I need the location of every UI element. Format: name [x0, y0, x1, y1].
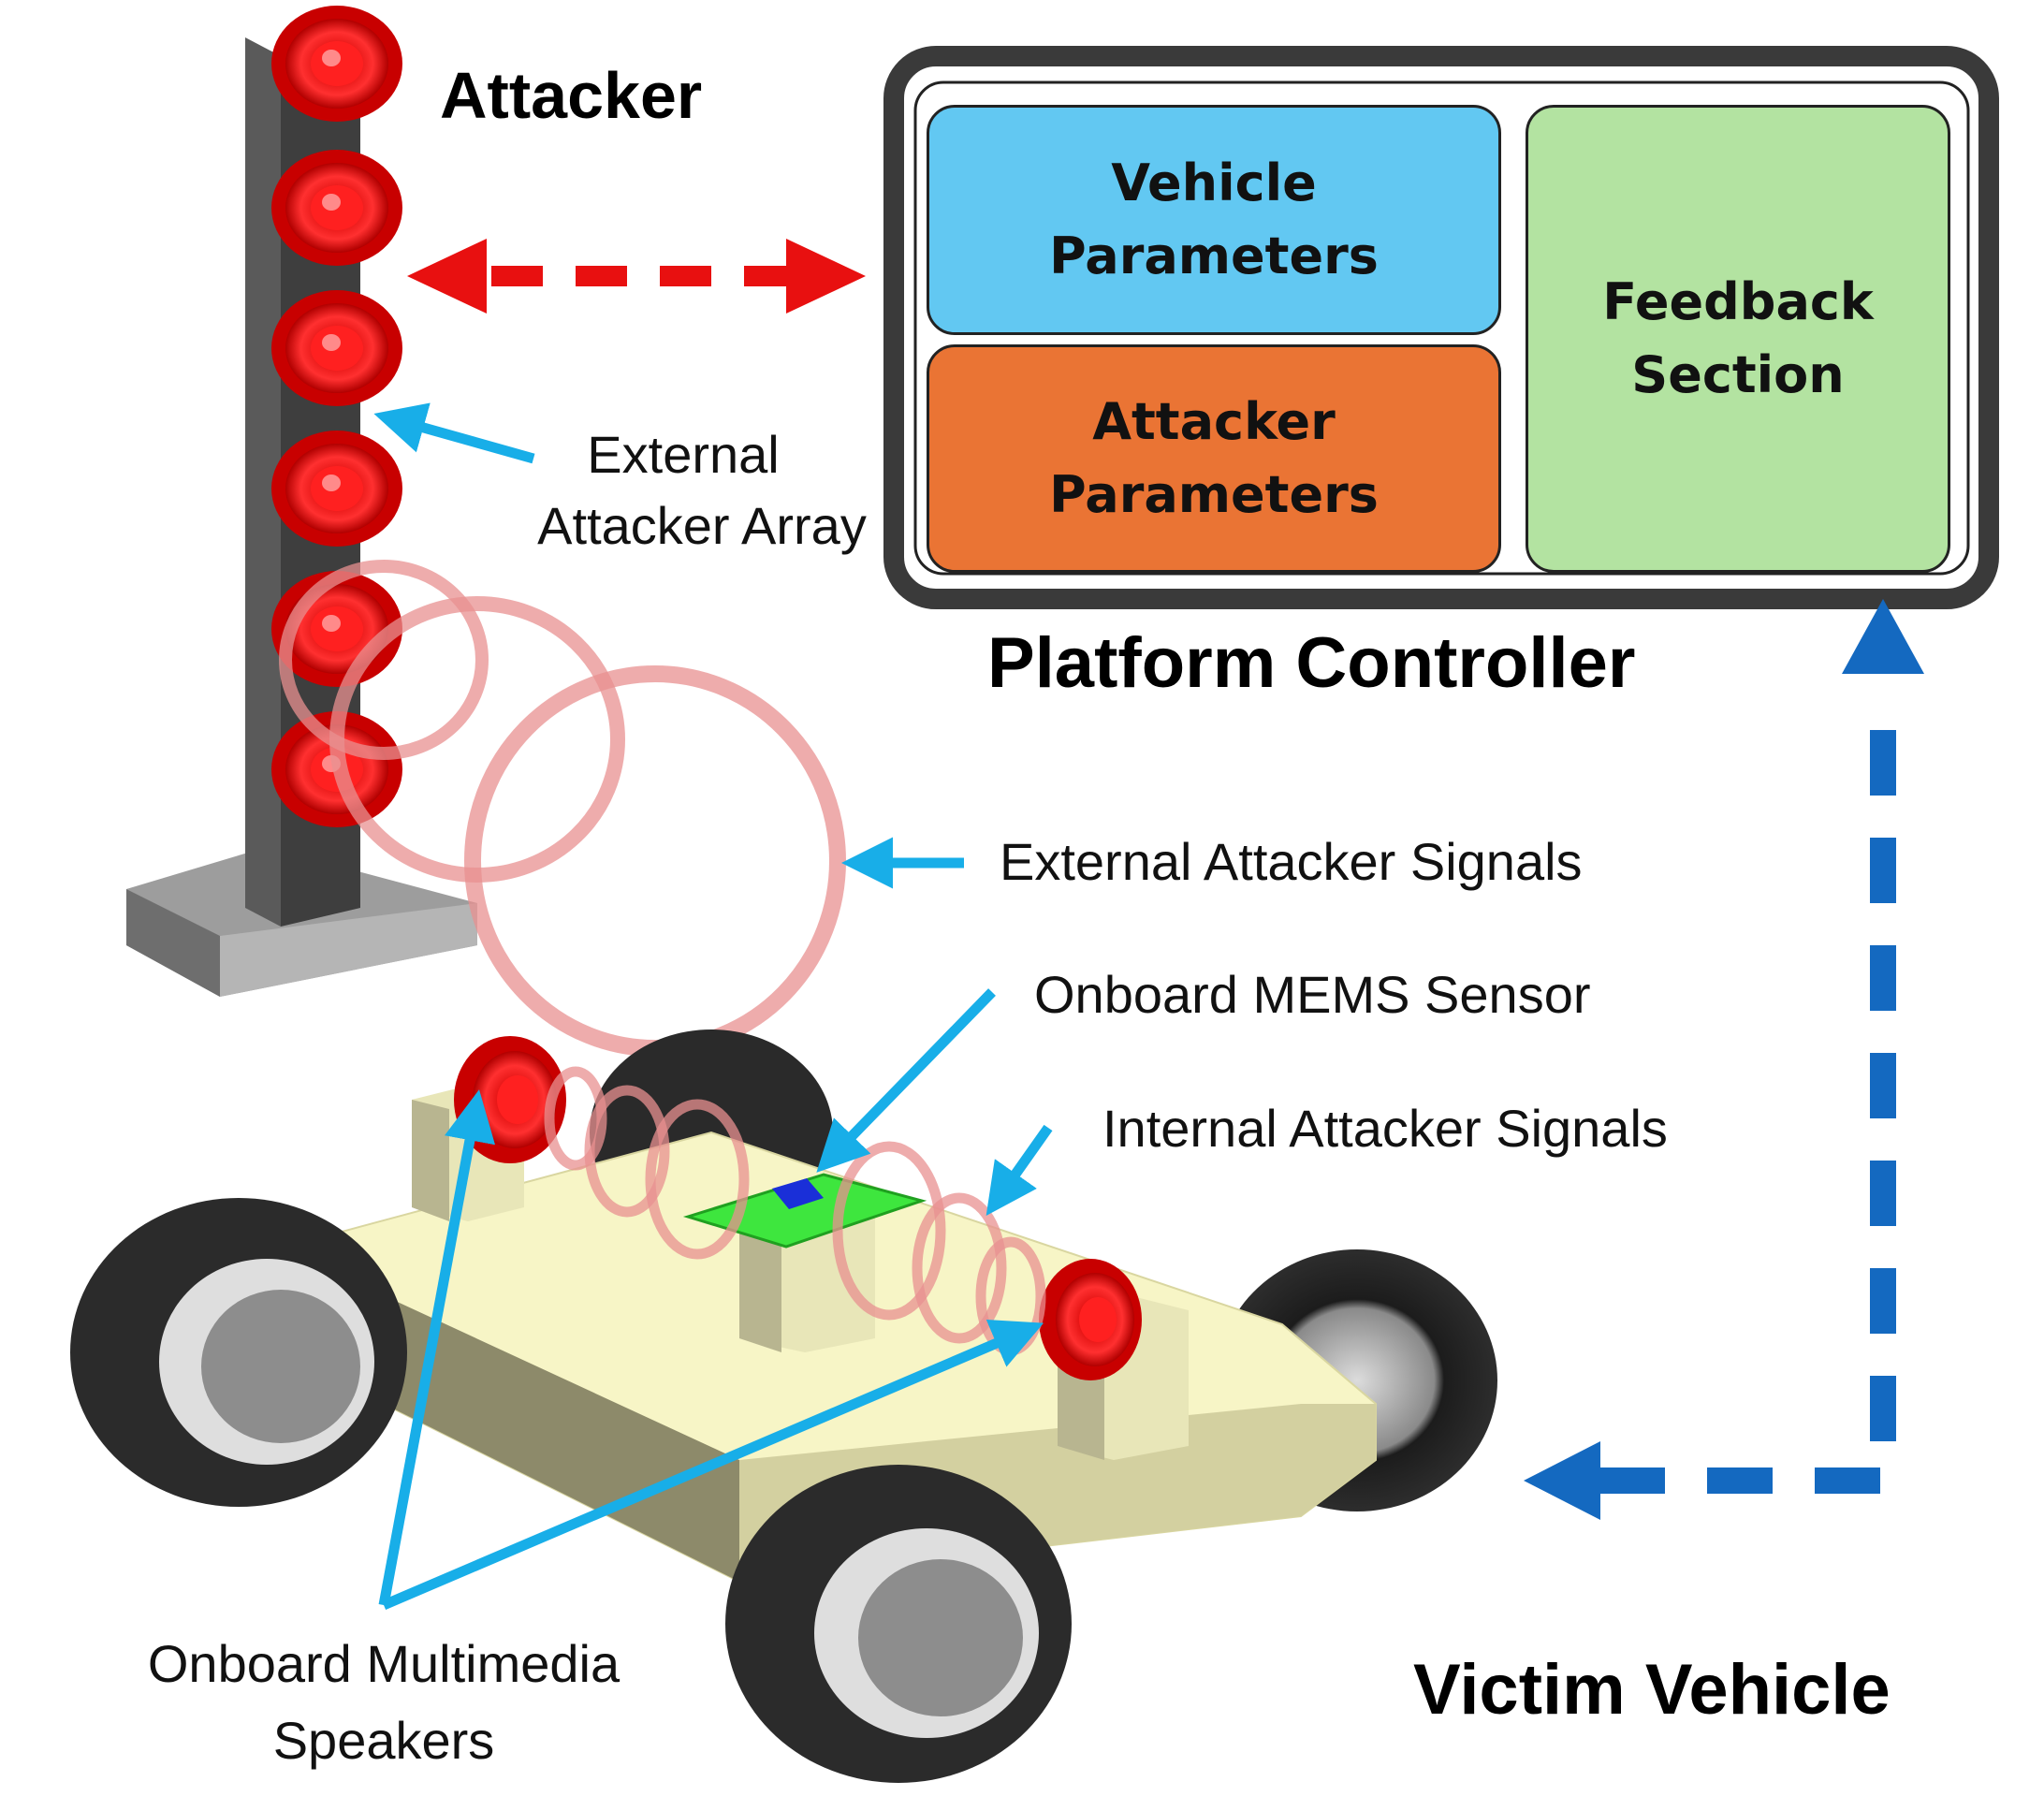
mems-sensor-chip [772, 1178, 824, 1209]
tower-base-front [220, 903, 477, 997]
controller-inner-border [913, 80, 1970, 576]
attacker-label: Attacker [440, 59, 703, 132]
speaker-icon [271, 150, 402, 266]
external-attacker-array-label: External Attacker Array [487, 419, 917, 562]
speaker-icon [271, 6, 402, 122]
external-attacker-array [271, 6, 402, 827]
tower-base-side [126, 889, 220, 997]
onboard-speakers-label: Onboard Multimedia Speakers [94, 1626, 674, 1779]
internal-signal-rings [544, 1066, 1046, 1356]
vehicle-parameters-line2: Parameters [1049, 226, 1379, 285]
mems-sensor-label: Onboard MEMS Sensor [1034, 965, 1591, 1024]
callout-arrows [373, 402, 1053, 1611]
feedback-arrow [1524, 599, 1924, 1520]
platform-controller-label: Platform Controller [987, 623, 1636, 703]
onboard-speaker-right-icon [1039, 1259, 1142, 1380]
feedback-section-panel: Feedback Section [1526, 105, 1950, 573]
external-signals-label: External Attacker Signals [1000, 832, 1583, 891]
speaker-icon [271, 290, 402, 406]
wheel-front-left [70, 1198, 407, 1507]
attacker-parameters-line2: Parameters [1049, 465, 1379, 524]
victim-vehicle-label: Victim Vehicle [1413, 1650, 1891, 1730]
attacker-parameters-panel: Attacker Parameters [927, 344, 1501, 573]
attacker-parameters-line1: Attacker [1092, 392, 1336, 451]
vehicle-parameters-panel: Vehicle Parameters [927, 105, 1501, 335]
onboard-speaker-left-icon [454, 1036, 566, 1163]
feedback-section-line1: Feedback [1602, 272, 1874, 331]
external-array-line1: External [587, 425, 780, 484]
feedback-section-line2: Section [1631, 345, 1845, 404]
victim-vehicle [70, 1029, 1497, 1783]
bidirectional-arrow [407, 239, 866, 314]
speaker-icon [271, 431, 402, 547]
wheel-front-right [725, 1465, 1072, 1783]
speakers-line1: Onboard Multimedia [147, 1634, 620, 1693]
tower-pole-side [245, 37, 281, 927]
external-array-line2: Attacker Array [537, 496, 867, 555]
vehicle-parameters-line1: Vehicle [1111, 153, 1317, 212]
speakers-line2: Speakers [272, 1711, 495, 1770]
internal-signals-label: Internal Attacker Signals [1102, 1099, 1668, 1158]
